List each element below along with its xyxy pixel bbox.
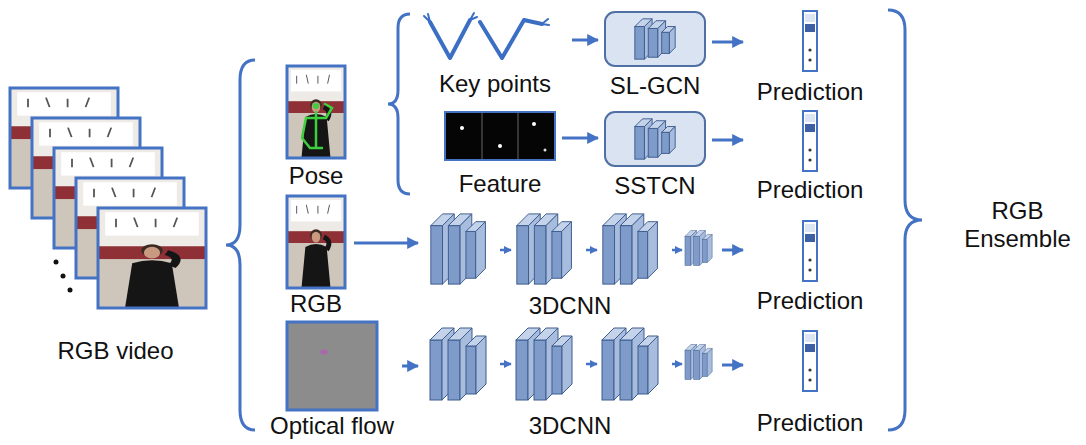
prediction-node: Prediction xyxy=(745,106,875,204)
network-box: SL-GCN xyxy=(600,8,710,100)
cnn-stack xyxy=(431,214,712,284)
feature-node: Feature xyxy=(440,108,560,198)
keypoints-node: Key points xyxy=(420,10,570,98)
prediction-node: Prediction xyxy=(745,215,875,315)
flow-arrow xyxy=(354,242,418,245)
node-label: Pose xyxy=(289,162,344,190)
ellipsis-dots xyxy=(54,260,73,293)
cnn-node: 3DCNN xyxy=(420,208,720,320)
node-label: 3DCNN xyxy=(529,412,612,440)
flow-arrow xyxy=(722,249,743,252)
flow-arrow xyxy=(712,41,743,44)
node-label: SSTCN xyxy=(614,172,695,200)
keypoints-icon xyxy=(424,13,549,58)
node-label: 3DCNN xyxy=(529,292,612,320)
network-box: SSTCN xyxy=(600,108,710,200)
cnn-node: 3DCNN xyxy=(420,320,720,440)
slgcn-network xyxy=(605,12,705,66)
flow-arrow xyxy=(572,39,598,42)
image-node: Pose xyxy=(280,62,352,190)
video-node: RGB video xyxy=(8,80,223,365)
image-node: Optical flow xyxy=(264,318,400,440)
right-brace xyxy=(888,10,922,430)
video-frames xyxy=(10,88,206,308)
node-label: Prediction xyxy=(757,176,864,204)
pose-brace xyxy=(388,14,410,194)
prediction-node: Prediction xyxy=(745,325,875,437)
node-label: RGB video xyxy=(57,337,173,365)
rgb-image xyxy=(287,196,345,288)
flow-arrow xyxy=(402,365,418,368)
optical-flow-image xyxy=(287,322,377,410)
flow-arrow xyxy=(712,139,743,142)
sstcn-network xyxy=(605,112,705,166)
ensemble-label: RGB Ensemble xyxy=(951,190,1084,260)
feature-image xyxy=(445,112,555,160)
node-label: RGB Ensemble xyxy=(955,197,1080,252)
cnn-stack xyxy=(430,328,712,400)
node-label: Key points xyxy=(439,70,551,98)
prediction-node: Prediction xyxy=(745,6,875,106)
node-label: Prediction xyxy=(757,78,864,106)
node-label: RGB xyxy=(290,290,342,318)
node-label: SL-GCN xyxy=(610,72,701,100)
node-label: Optical flow xyxy=(270,412,394,440)
pose-image xyxy=(287,66,345,158)
flow-arrow xyxy=(722,364,743,367)
node-label: Prediction xyxy=(757,409,864,437)
node-label: Feature xyxy=(459,170,542,198)
flow-arrow xyxy=(562,137,598,140)
left-brace xyxy=(226,60,255,430)
node-label: Prediction xyxy=(757,287,864,315)
image-node: RGB xyxy=(280,192,352,318)
